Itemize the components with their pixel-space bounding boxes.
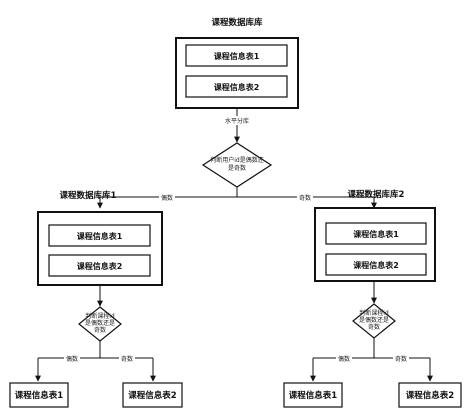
- top-db-table-2-label: 课程信息表2: [214, 82, 260, 92]
- left-db-table-2: [48, 254, 151, 277]
- top-db-table-1-label: 课程信息表1: [214, 51, 260, 61]
- decision-left-line-2: 是偶数还是: [85, 319, 115, 327]
- right-leaf-table-2: [398, 382, 462, 408]
- top-db-title: 课程数据库库: [211, 17, 263, 28]
- decision-right-line-2: 是偶数还是: [359, 316, 389, 324]
- right-db-title: 课程数据库库2: [348, 189, 405, 200]
- left-odd-label: 奇数: [121, 355, 133, 363]
- right-even-label: 偶数: [338, 355, 350, 363]
- right-leaf-table-1: [283, 382, 343, 408]
- top-db-table-2: [185, 75, 288, 98]
- left-odd-label-bg: [119, 354, 135, 362]
- left-db-table-1-label: 课程信息表1: [77, 231, 123, 241]
- right-edge-label: 奇数: [299, 194, 311, 202]
- left-db-table-1: [48, 224, 151, 247]
- right-leaf-table-2-label: 课程信息表2: [406, 390, 455, 401]
- right-db-table-2: [325, 253, 427, 276]
- right-leaf-table-1-label: 课程信息表1: [289, 390, 338, 401]
- decision-right-line-3: 奇数: [368, 323, 380, 331]
- left-db-title: 课程数据库库1: [60, 190, 117, 201]
- top-edge-label: 水平分库: [225, 117, 249, 125]
- left-even-label: 偶数: [66, 355, 78, 363]
- decision-left-line-3: 奇数: [94, 326, 106, 334]
- right-edge-label-bg: [297, 193, 313, 201]
- decision-top-line-1: 判断用户id是偶数还: [210, 156, 263, 164]
- top-edge-label-bg: [217, 116, 257, 125]
- left-edge-label: 偶数: [161, 194, 173, 202]
- right-even-label-bg: [336, 354, 352, 362]
- left-leaf-table-2: [122, 382, 183, 408]
- decision-right-line-1: 判断课程id: [359, 309, 389, 317]
- right-db-table-1: [325, 222, 427, 245]
- right-odd-label: 奇数: [395, 355, 407, 363]
- left-even-label-bg: [64, 354, 80, 362]
- right-odd-label-bg: [393, 354, 409, 362]
- left-leaf-table-2-label: 课程信息表2: [128, 390, 177, 401]
- right-db-table-2-label: 课程信息表2: [353, 260, 399, 270]
- decision-top-line-2: 是奇数: [228, 164, 246, 172]
- decision-left-line-1: 判断课程id: [85, 312, 115, 320]
- left-leaf-table-1: [9, 382, 69, 408]
- top-db-table-1: [185, 44, 288, 67]
- right-db-table-1-label: 课程信息表1: [353, 229, 399, 239]
- left-leaf-table-1-label: 课程信息表1: [15, 390, 64, 401]
- left-edge-label-bg: [159, 193, 175, 201]
- left-db-table-2-label: 课程信息表2: [77, 261, 123, 271]
